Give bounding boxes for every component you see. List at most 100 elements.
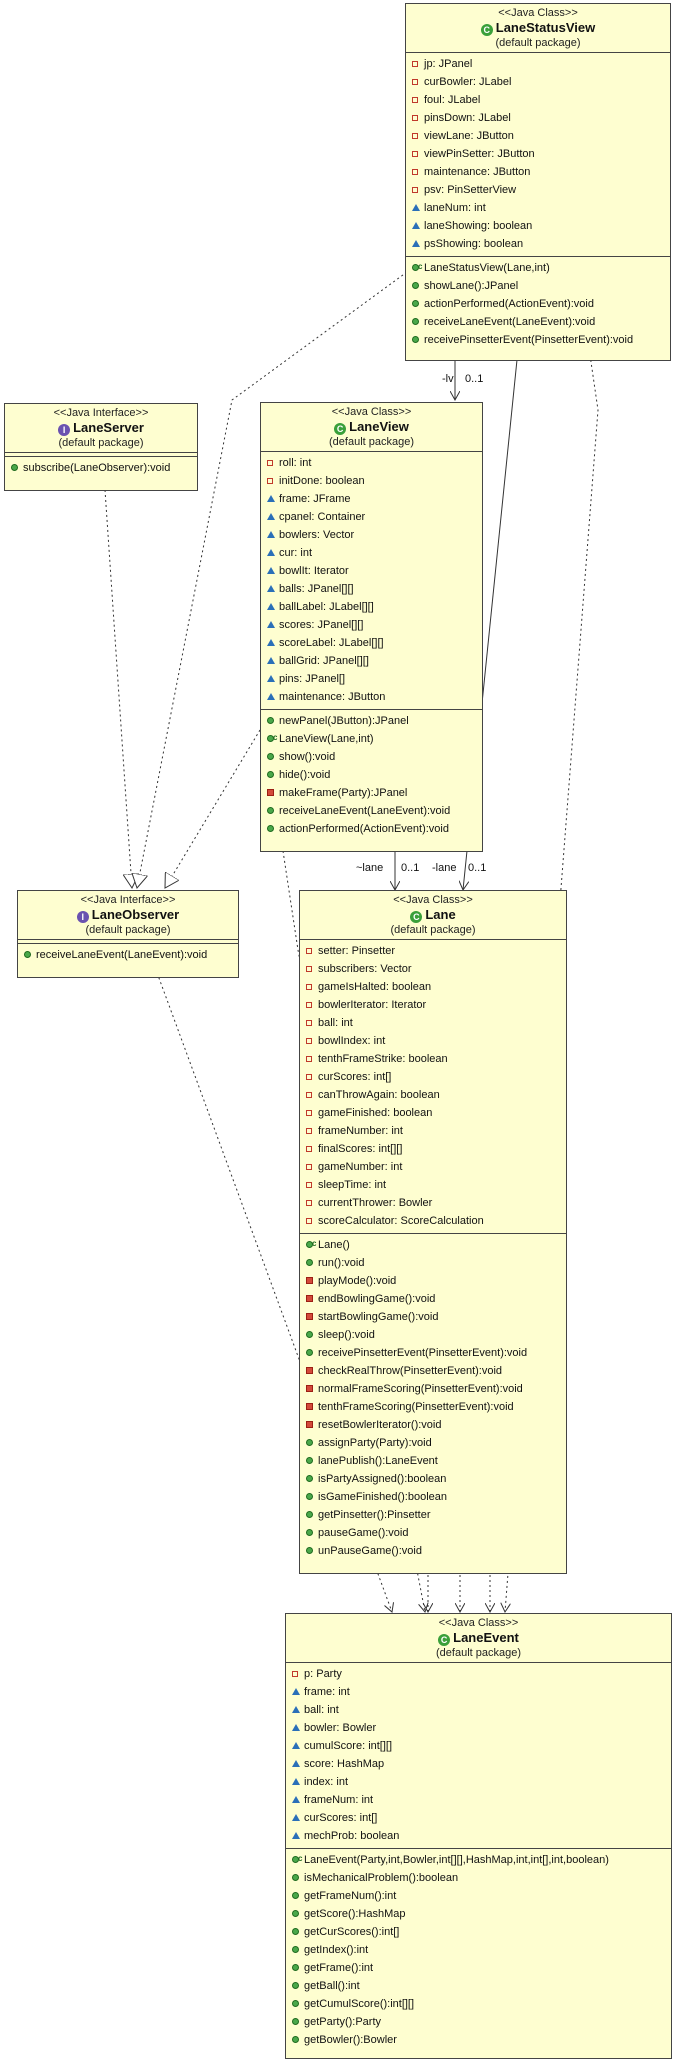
field-text: laneShowing: boolean (424, 220, 533, 232)
field-text: tenthFrameStrike: boolean (318, 1053, 448, 1065)
method-row: checkRealThrow(PinsetterEvent):void (300, 1362, 566, 1380)
private-method-icon (306, 1403, 313, 1410)
field-row: canThrowAgain: boolean (300, 1086, 566, 1104)
field-text: curScores: int[] (318, 1071, 392, 1083)
field-text: jp: JPanel (424, 58, 473, 70)
field-text: scores: JPanel[][] (279, 619, 364, 631)
method-text: tenthFrameScoring(PinsetterEvent):void (318, 1401, 514, 1413)
method-text: resetBowlerIterator():void (318, 1419, 442, 1431)
stereotype-label: <<Java Interface>> (80, 894, 176, 906)
field-row: pins: JPanel[] (261, 670, 482, 688)
class-name: LaneView (349, 419, 409, 434)
method-text: getParty():Party (304, 2016, 382, 2028)
method-text: pauseGame():void (318, 1527, 409, 1539)
field-text: ball: int (318, 1017, 353, 1029)
public-visibility-icon (412, 336, 419, 343)
class-icon: C (334, 423, 347, 435)
public-visibility-icon (267, 717, 274, 724)
method-text: getBall():int (304, 1980, 360, 1992)
method-text: getScore():HashMap (304, 1908, 406, 1920)
method-row: endBowlingGame():void (300, 1290, 566, 1308)
public-visibility-icon (267, 753, 274, 760)
field-text: canThrowAgain: boolean (318, 1089, 440, 1101)
field-row: scores: JPanel[][] (261, 616, 482, 634)
field-row: psShowing: boolean (406, 235, 670, 253)
field-text: bowlers: Vector (279, 529, 355, 541)
public-visibility-icon (306, 1511, 313, 1518)
public-visibility-icon (306, 1457, 313, 1464)
class-name: LaneStatusView (495, 20, 596, 35)
package-label: (default package) (436, 1647, 521, 1659)
method-text: showLane():JPanel (424, 280, 519, 292)
private-visibility-icon (412, 115, 418, 121)
method-text: endBowlingGame():void (318, 1293, 436, 1305)
method-row: actionPerformed(ActionEvent):void (261, 820, 482, 838)
private-visibility-icon (412, 79, 418, 85)
stereotype-label: <<Java Class>> (331, 406, 412, 418)
field-row: pinsDown: JLabel (406, 109, 670, 127)
method-text: receivePinsetterEvent(PinsetterEvent):vo… (424, 334, 634, 346)
private-visibility-icon (306, 1128, 312, 1134)
method-row: playMode():void (300, 1272, 566, 1290)
field-text: ballGrid: JPanel[][] (279, 655, 369, 667)
field-row: bowlIt: Iterator (261, 562, 482, 580)
methods-compartment: LaneStatusView(Lane,int)showLane():JPane… (406, 257, 670, 352)
field-row: psv: PinSetterView (406, 181, 670, 199)
public-visibility-icon (24, 951, 31, 958)
method-row: getPinsetter():Pinsetter (300, 1506, 566, 1524)
field-text: currentThrower: Bowler (318, 1197, 433, 1209)
method-text: hide():void (279, 769, 331, 781)
method-row: getBall():int (286, 1977, 671, 1995)
field-row: gameFinished: boolean (300, 1104, 566, 1122)
method-row: subscribe(LaneObserver):void (5, 459, 197, 477)
method-text: getBowler():Bowler (304, 2034, 397, 2046)
package-visibility-icon (412, 204, 420, 211)
method-row: getFrame():int (286, 1959, 671, 1977)
field-text: roll: int (279, 457, 312, 469)
class-icon: C (480, 24, 493, 36)
private-visibility-icon (306, 1038, 312, 1044)
class-name: LaneObserver (91, 907, 180, 922)
field-text: setter: Pinsetter (318, 945, 396, 957)
method-text: isGameFinished():boolean (318, 1491, 448, 1503)
field-text: frameNumber: int (318, 1125, 403, 1137)
stereotype-label: <<Java Class>> (438, 1617, 519, 1629)
private-visibility-icon (306, 1164, 312, 1170)
field-text: foul: JLabel (424, 94, 481, 106)
field-row: initDone: boolean (261, 472, 482, 490)
constructor-icon (306, 1235, 316, 1253)
method-row: tenthFrameScoring(PinsetterEvent):void (300, 1398, 566, 1416)
field-text: bowler: Bowler (304, 1722, 377, 1734)
public-visibility-icon (306, 1547, 313, 1554)
field-row: subscribers: Vector (300, 960, 566, 978)
field-row: score: HashMap (286, 1755, 671, 1773)
private-method-icon (267, 789, 274, 796)
method-text: receivePinsetterEvent(PinsetterEvent):vo… (318, 1347, 528, 1359)
method-text: LaneView(Lane,int) (279, 733, 374, 745)
field-text: laneNum: int (424, 202, 486, 214)
field-text: psv: PinSetterView (424, 184, 517, 196)
package-visibility-icon (292, 1760, 300, 1767)
methods-compartment: receiveLaneEvent(LaneEvent):void (18, 944, 238, 967)
public-visibility-icon (306, 1493, 313, 1500)
field-text: ball: int (304, 1704, 339, 1716)
private-visibility-icon (306, 1218, 312, 1224)
private-method-icon (306, 1295, 313, 1302)
method-text: makeFrame(Party):JPanel (279, 787, 408, 799)
lane-role-label-lanestatusview: -lane (432, 862, 457, 874)
method-text: lanePublish():LaneEvent (318, 1455, 438, 1467)
method-text: normalFrameScoring(PinsetterEvent):void (318, 1383, 523, 1395)
field-row: scoreLabel: JLabel[][] (261, 634, 482, 652)
field-text: bowlIndex: int (318, 1035, 386, 1047)
